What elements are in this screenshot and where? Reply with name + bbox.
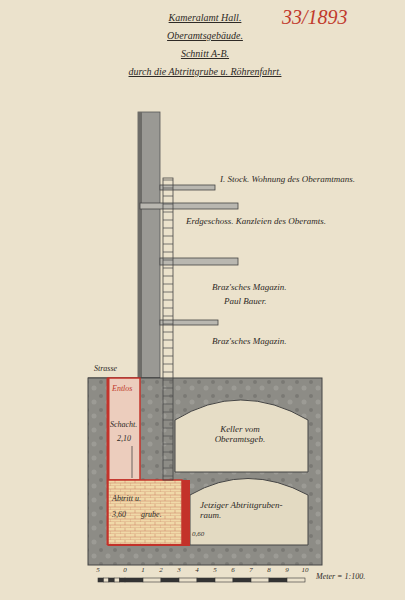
label-text: durch die Abtrittgrube u. Röhrenfahrt. <box>75 66 335 78</box>
pit-room <box>190 479 308 546</box>
scale-segment <box>120 578 125 582</box>
building-wall <box>138 112 160 378</box>
cellar-vault <box>175 400 308 472</box>
scale-segment <box>161 578 179 582</box>
label-text: Strasse <box>94 364 117 373</box>
label-text: Keller vom Oberamtsgeb. <box>202 424 278 445</box>
scale-segment <box>233 578 251 582</box>
wall-shade <box>138 112 142 378</box>
label-text: Oberamtsgebäude. <box>105 30 305 42</box>
scale-number: 8 <box>261 566 277 574</box>
new-wall <box>182 480 190 545</box>
label-text: Paul Bauer. <box>224 296 267 306</box>
scale-number: 2 <box>153 566 169 574</box>
privy-pit <box>108 480 182 545</box>
label-text: 2,10 <box>117 434 131 443</box>
label-text: 0,60 <box>192 530 204 538</box>
scale-segment <box>143 578 161 582</box>
scale-segment <box>179 578 197 582</box>
scale-number: 7 <box>243 566 259 574</box>
scale-segment <box>114 578 119 582</box>
scale-number: 0 <box>117 566 133 574</box>
label-text: Erdgeschoss. Kanzleien des Oberamts. <box>186 216 326 226</box>
label-text: Schnitt A-B. <box>105 48 305 60</box>
scale-segment <box>215 578 233 582</box>
scale-segment <box>251 578 269 582</box>
shaft <box>108 378 140 480</box>
cellar-masonry <box>88 378 322 565</box>
label-text: Meter = 1:100. <box>316 572 365 581</box>
pipe-shaft <box>163 178 173 480</box>
label-text: Schacht. <box>110 420 137 429</box>
scale-bar <box>98 578 305 582</box>
label-text: I. Stock. Wohnung des Oberamtmans. <box>220 174 355 184</box>
label-text: 3,60 <box>112 510 126 519</box>
label-text: grube. <box>141 510 162 519</box>
scale-number: 5 <box>207 566 223 574</box>
scale-segment <box>287 578 305 582</box>
label-text: Entlos <box>112 384 132 393</box>
label-text: Braz'sches Magazin. <box>212 282 286 292</box>
scale-number: 3 <box>171 566 187 574</box>
scale-segment <box>103 578 108 582</box>
dimension-line <box>132 446 133 478</box>
scale-segment <box>98 578 103 582</box>
scale-segment <box>125 578 143 582</box>
label-text: 33/1893 <box>282 6 348 29</box>
label-text: Abtritt u. <box>112 494 141 503</box>
label-text: Braz'sches Magazin. <box>212 336 286 346</box>
scale-segment <box>197 578 215 582</box>
floor-slab <box>140 203 238 209</box>
label-text: Jetziger Abtrittgruben-raum. <box>200 500 300 521</box>
scale-number: 9 <box>279 566 295 574</box>
scale-number: 6 <box>225 566 241 574</box>
scale-number: 10 <box>297 566 313 574</box>
scale-segment <box>269 578 287 582</box>
scale-number: 5 <box>90 566 106 574</box>
scale-segment <box>109 578 114 582</box>
scale-number: 4 <box>189 566 205 574</box>
title: Kameralamt Hall. <box>105 12 305 24</box>
scale-number: 1 <box>135 566 151 574</box>
pit-floor <box>108 544 190 546</box>
